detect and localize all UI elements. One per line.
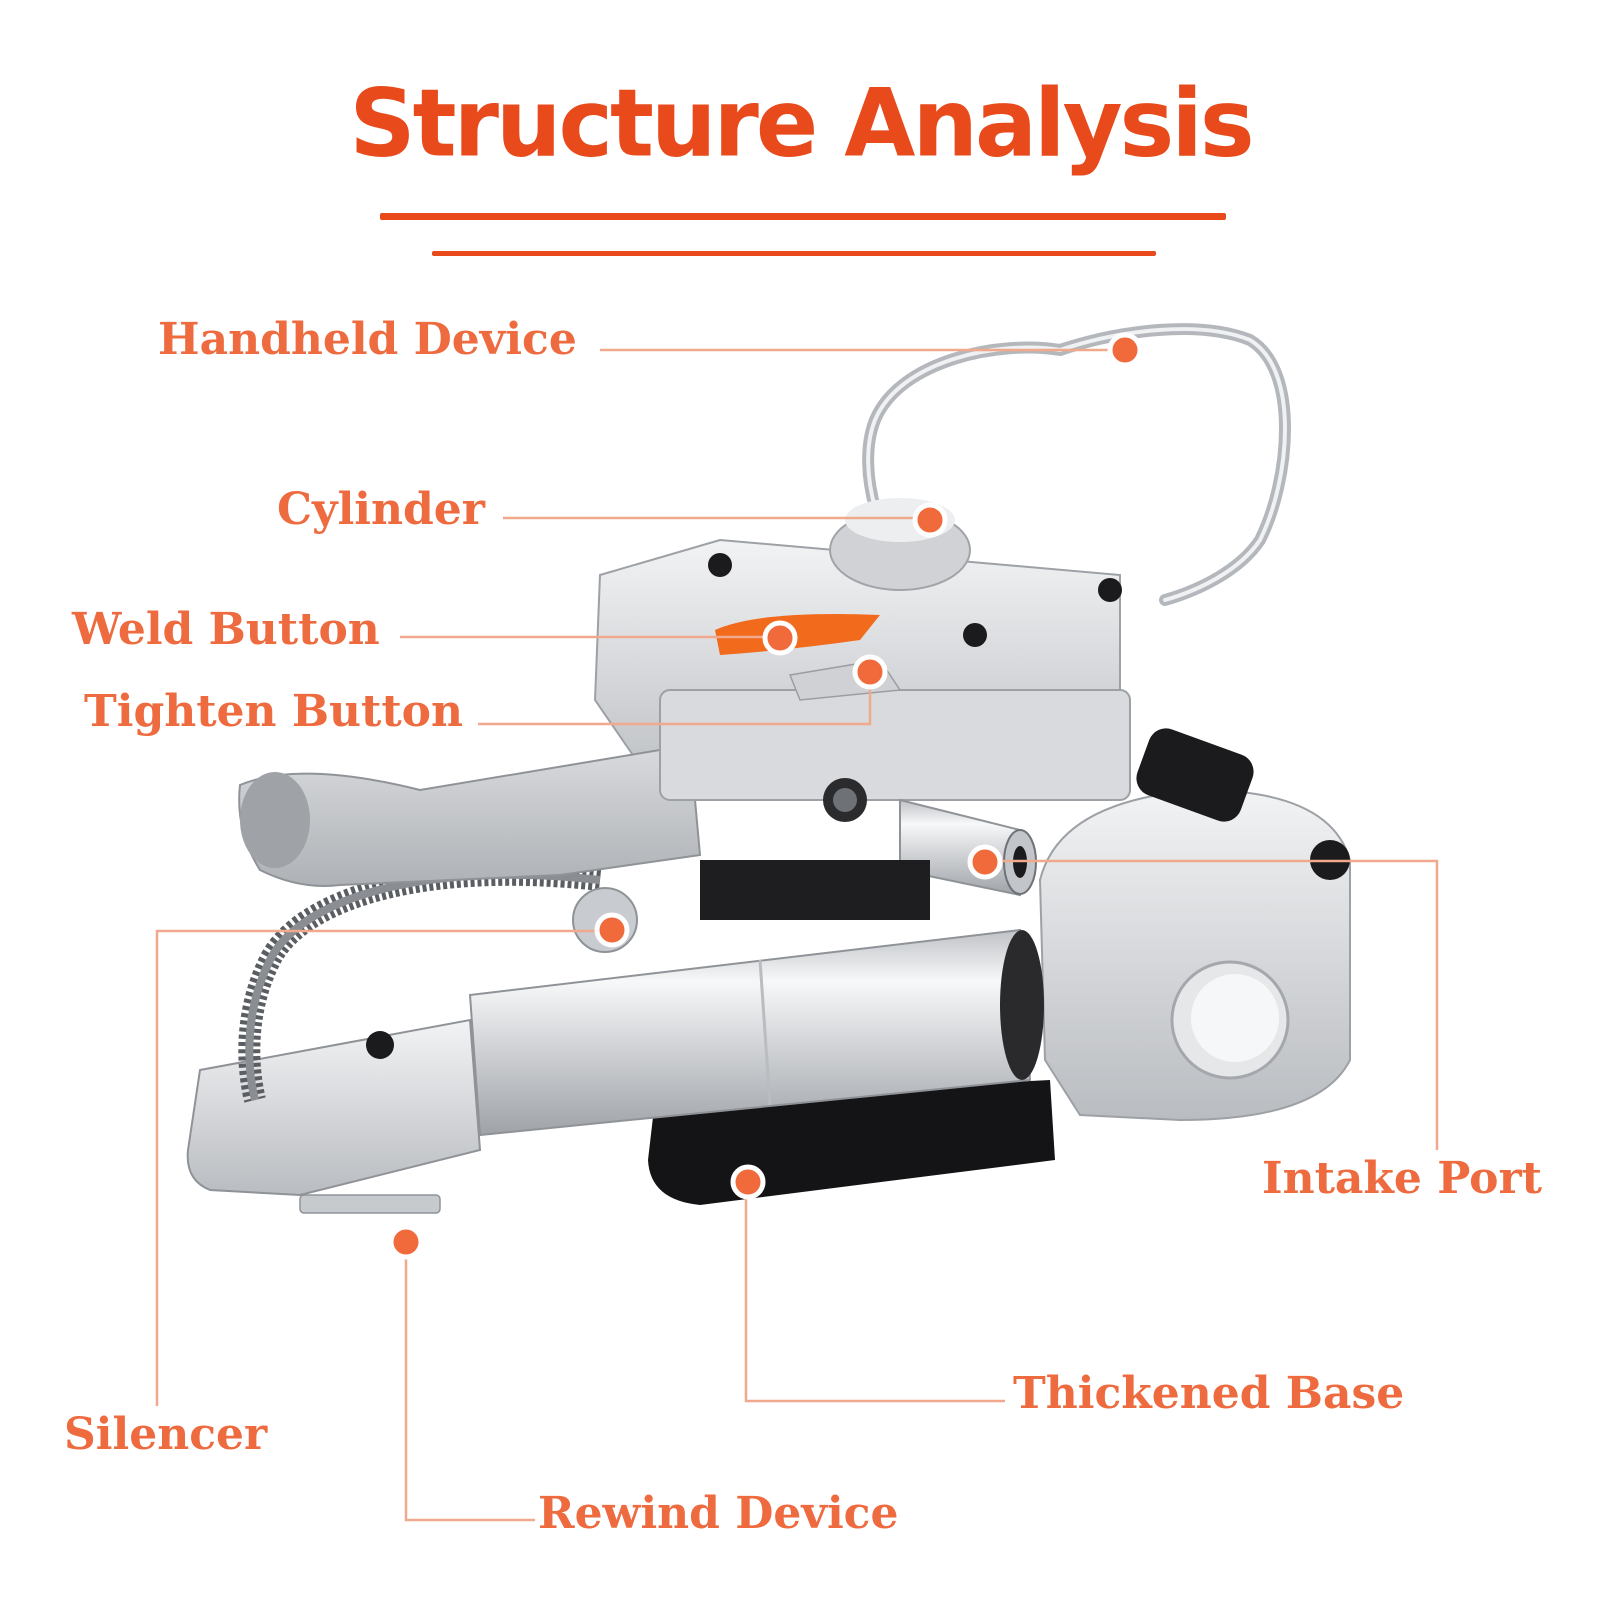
page-title: Structure Analysis [349, 68, 1254, 179]
marker-handheld-device [1107, 332, 1143, 368]
label-thickened-base: Thickened Base [1013, 1368, 1405, 1419]
weld-lever [715, 614, 880, 655]
leader-silencer [155, 929, 612, 1406]
marker-tighten-button [852, 654, 888, 690]
marker-silencer [594, 912, 630, 948]
leader-intake-port [985, 859, 1439, 1150]
label-weld-button: Weld Button [72, 604, 380, 655]
nose-block [186, 1018, 482, 1197]
marker-weld-button [762, 620, 798, 656]
main-cylinder [468, 928, 1032, 1137]
label-tighten-button: Tighten Button [84, 686, 464, 737]
label-rewind-device: Rewind Device [538, 1488, 899, 1539]
marker-thickened-base [730, 1164, 766, 1200]
marker-cylinder [912, 502, 948, 538]
leader-thickened-base [744, 1180, 1005, 1403]
title-underline-top [380, 213, 1226, 220]
label-handheld-device: Handheld Device [158, 314, 577, 365]
leader-rewind-device [404, 1242, 535, 1522]
head-body [1038, 788, 1351, 1122]
label-cylinder: Cylinder [277, 484, 485, 535]
marker-rewind-device [388, 1224, 424, 1260]
label-silencer: Silencer [64, 1409, 268, 1460]
label-intake-port: Intake Port [1262, 1153, 1542, 1204]
marker-intake-port [967, 844, 1003, 880]
title-underline-bottom [432, 251, 1156, 256]
